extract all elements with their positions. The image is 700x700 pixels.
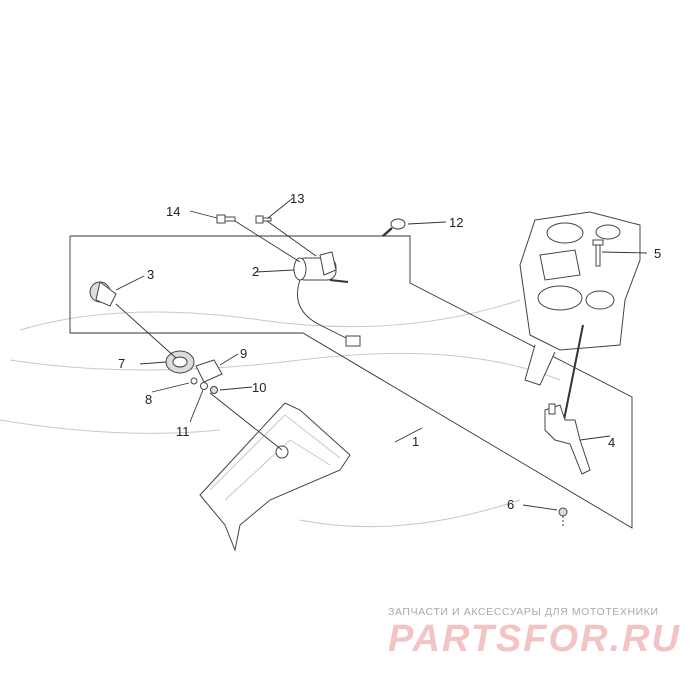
- engine-case: [519, 211, 641, 386]
- bolt-5: [592, 239, 604, 267]
- watermark-logo: PARTSFOR.RU: [388, 618, 681, 660]
- frame-background: [0, 299, 561, 528]
- plate-9: [195, 359, 223, 383]
- callout-2: 2: [252, 264, 259, 279]
- leader-lines: [115, 197, 648, 511]
- callout-12: 12: [449, 215, 463, 230]
- callout-8: 8: [145, 392, 152, 407]
- nut-6: [558, 507, 568, 528]
- callout-4: 4: [608, 435, 615, 450]
- lever-bracket: [544, 324, 591, 475]
- callout-1: 1: [412, 434, 419, 449]
- callout-14: 14: [166, 204, 180, 219]
- callout-6: 6: [507, 497, 514, 512]
- ring-7: [165, 350, 195, 374]
- callout-7: 7: [118, 356, 125, 371]
- callout-9: 9: [240, 346, 247, 361]
- screw-10: [210, 386, 218, 394]
- cover-panel: [199, 402, 351, 552]
- watermark-tagline: ЗАПЧАСТИ И АКСЕССУАРЫ ДЛЯ МОТОТЕХНИКИ: [388, 606, 659, 618]
- callout-11: 11: [176, 424, 190, 439]
- key-12: [382, 218, 406, 237]
- callout-3: 3: [147, 267, 154, 282]
- callout-10: 10: [252, 380, 266, 395]
- assembly-outline: [69, 235, 633, 529]
- callout-5: 5: [654, 246, 661, 261]
- screw-14: [216, 214, 236, 224]
- lock-cylinder: [89, 281, 117, 307]
- ignition-switch: [293, 251, 361, 347]
- callout-13: 13: [290, 191, 304, 206]
- washer-8: [190, 377, 198, 385]
- washer-11: [200, 382, 208, 390]
